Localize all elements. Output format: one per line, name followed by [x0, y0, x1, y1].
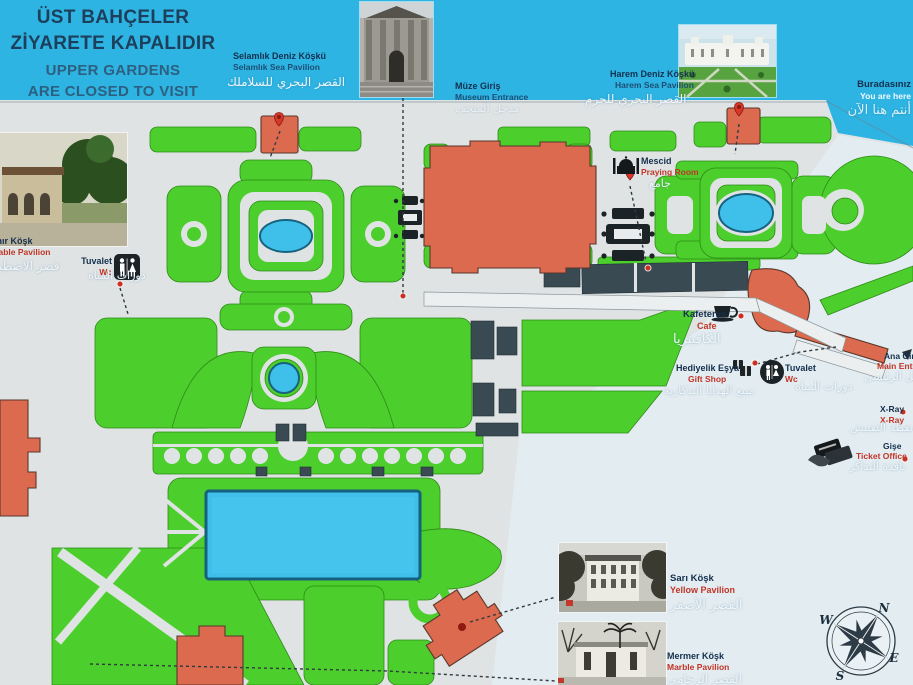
poi-ana-giris-ar: المدخل الرئيسي: [864, 370, 913, 383]
ticket-hand-icon: [808, 438, 853, 467]
you-are-here-ar: أنتم هنا الآن: [847, 103, 911, 119]
mescid-ar: جامع: [649, 177, 671, 191]
sari-kosk-photo: [547, 543, 675, 612]
mermer-en: Marble Pavilion: [667, 662, 730, 673]
oval-pool-east: [718, 193, 774, 233]
poi-selamlik-tr: Selamlık Deniz Köşkü: [233, 51, 327, 61]
mescid-tr: Mescid: [641, 156, 672, 166]
compass-s: S: [836, 669, 845, 683]
poi-ahir-ar: قصر الاصطبل: [0, 259, 60, 274]
compass-n: N: [878, 601, 891, 615]
poi-x-ray-ar: نقطة التفتيش: [850, 421, 913, 434]
sari-en: Yellow Pavilion: [670, 584, 736, 595]
round-pool: [268, 362, 300, 394]
poi-x-ray: X-Ray X-Ray: [880, 404, 904, 425]
poi-tuvalet-west-ar: دورات المياه: [88, 269, 146, 282]
poi-tuvalet-east-ar: دورات المياه: [795, 380, 853, 393]
poi-muze-en: Museum Entrance: [455, 92, 529, 103]
poi-you-are-here: Buradasınız You are here أنتم هنا الآن: [848, 79, 911, 119]
notice-title-en-line1: UPPER GARDENS: [45, 62, 181, 80]
poi-tuvalet-east: Tuvalet Wc: [785, 363, 816, 384]
poi-tuvalet-west: Tuvalet Wc: [68, 256, 112, 277]
poi-mescid: Mescid Praying Room جامع: [641, 156, 699, 191]
closure-notice: ÜST BAHÇELER ZİYARETE KAPALIDIR UPPER GA…: [2, 5, 224, 102]
tuvalet-west-tr: Tuvalet: [81, 256, 112, 266]
xray-tr: X-Ray: [880, 404, 905, 414]
service-buildings: [255, 260, 749, 477]
compass-rose: N W E S: [819, 601, 899, 683]
compass-e: E: [888, 651, 899, 665]
poi-ahir-en: Stable Pavilion: [0, 247, 51, 258]
wc-icon-west: [114, 254, 140, 280]
tuvalet-west-en: Wc: [99, 267, 112, 278]
connector-lines: [89, 98, 837, 682]
poi-muze-giris: Müze Giriş Museum Entrance مدخل المتحف: [455, 81, 528, 116]
compass-w: W: [819, 613, 834, 627]
sari-ar: القصر الأصفر: [670, 597, 743, 613]
gise-tr: Gişe: [883, 441, 902, 451]
poi-selamlik-deniz-kosku: Selamlık Deniz Köşkü Selamlık Sea Pavili…: [227, 51, 345, 90]
hediyelik-en: Gift Shop: [688, 374, 727, 385]
hediyelik-ar: مبيع الهدايا التذكارية: [664, 384, 755, 398]
poi-harem-deniz-kosku: Harem Deniz Köşkü Harem Sea Pavilion الق…: [585, 69, 695, 107]
west-gate: [393, 196, 425, 239]
poi-selamlik-en: Selamlık Sea Pavilion: [233, 62, 320, 73]
south-building: [176, 625, 244, 685]
mermer-kosk-photo: [558, 622, 666, 685]
gift-icon: [733, 360, 751, 376]
poi-harem-en: Harem Sea Pavilion: [615, 80, 694, 91]
you-are-here-tr: Buradasınız: [857, 79, 911, 90]
selamlik-photo: [360, 2, 433, 97]
you-are-here-en: You are here: [860, 90, 911, 101]
notice-title-tr-line2: ZİYARETE KAPALIDIR: [10, 32, 216, 54]
poi-muze-ar: مدخل المتحف: [455, 102, 520, 116]
kafeterya-tr: Kafeterya: [683, 309, 727, 320]
poi-harem-ar: القصر البحري للحرم: [585, 92, 687, 107]
xray-en: X-Ray: [880, 414, 905, 425]
kafeterya-en: Cafe: [697, 320, 717, 331]
tuvalet-east-en: Wc: [785, 374, 798, 385]
poi-kafeterya: Kafeterya Cafe الكافيتريا: [673, 309, 727, 348]
kafeterya-ar: الكافيتريا: [673, 331, 721, 347]
map-top-border: [0, 101, 913, 149]
hediyelik-tr: Hediyelik Eşya: [676, 363, 740, 373]
location-dots: [116, 264, 909, 463]
poi-selamlik-ar: القصر البحري للسلاملك: [227, 75, 346, 90]
coffee-cup-icon: [711, 306, 738, 322]
poi-harem-tr: Harem Deniz Köşkü: [610, 69, 695, 79]
sari-tr: Sarı Köşk: [670, 573, 714, 584]
wc-icon-east: [760, 360, 784, 384]
ahir-kosk-photo: [0, 133, 134, 246]
sari-kosk-dot: [458, 623, 466, 631]
poi-hediyelik-esya: Hediyelik Eşya Gift Shop مبيع الهدايا ال…: [664, 363, 754, 398]
harem-pavilion-building: [726, 107, 761, 145]
notice-title-tr-line1: ÜST BAHÇELER: [36, 7, 190, 28]
poi-ana-giris-en: Main Entrance: [877, 361, 913, 371]
oval-pool-west: [259, 219, 313, 253]
poi-ana-giris: Ana Giriş: [884, 351, 913, 361]
mescid-en: Praying Room: [641, 167, 699, 178]
poi-muze-tr: Müze Giriş: [455, 81, 501, 91]
pools: [204, 190, 777, 581]
mermer-tr: Mermer Köşk: [667, 651, 725, 661]
notice-title-en-line2: ARE CLOSED TO VISIT: [27, 83, 199, 101]
poi-ahir-tr: Ahır Köşk: [0, 236, 33, 246]
entrance-arrow-icon: [902, 349, 912, 360]
poi-gise-en: Ticket Office: [856, 451, 907, 461]
poi-gise: Gişe: [883, 441, 901, 452]
mermer-ar: القصر الرخامي: [667, 672, 743, 685]
poi-gise-ar: نافذة التذاكر: [849, 460, 906, 473]
tuvalet-east-tr: Tuvalet: [785, 363, 816, 373]
mosque-icon: [613, 156, 639, 174]
harem-photo: [679, 25, 776, 98]
stable-cross-building: [0, 399, 41, 517]
palace-building: [423, 140, 597, 274]
poi-sari-kosk: Sarı Köşk Yellow Pavilion القصر الأصفر: [670, 573, 743, 614]
poi-mermer-kosk: Mermer Köşk Marble Pavilion القصر الرخام…: [667, 651, 742, 685]
poi-ahir-kosk: Ahır Köşk Stable Pavilion قصر الاصطبل: [0, 236, 60, 274]
